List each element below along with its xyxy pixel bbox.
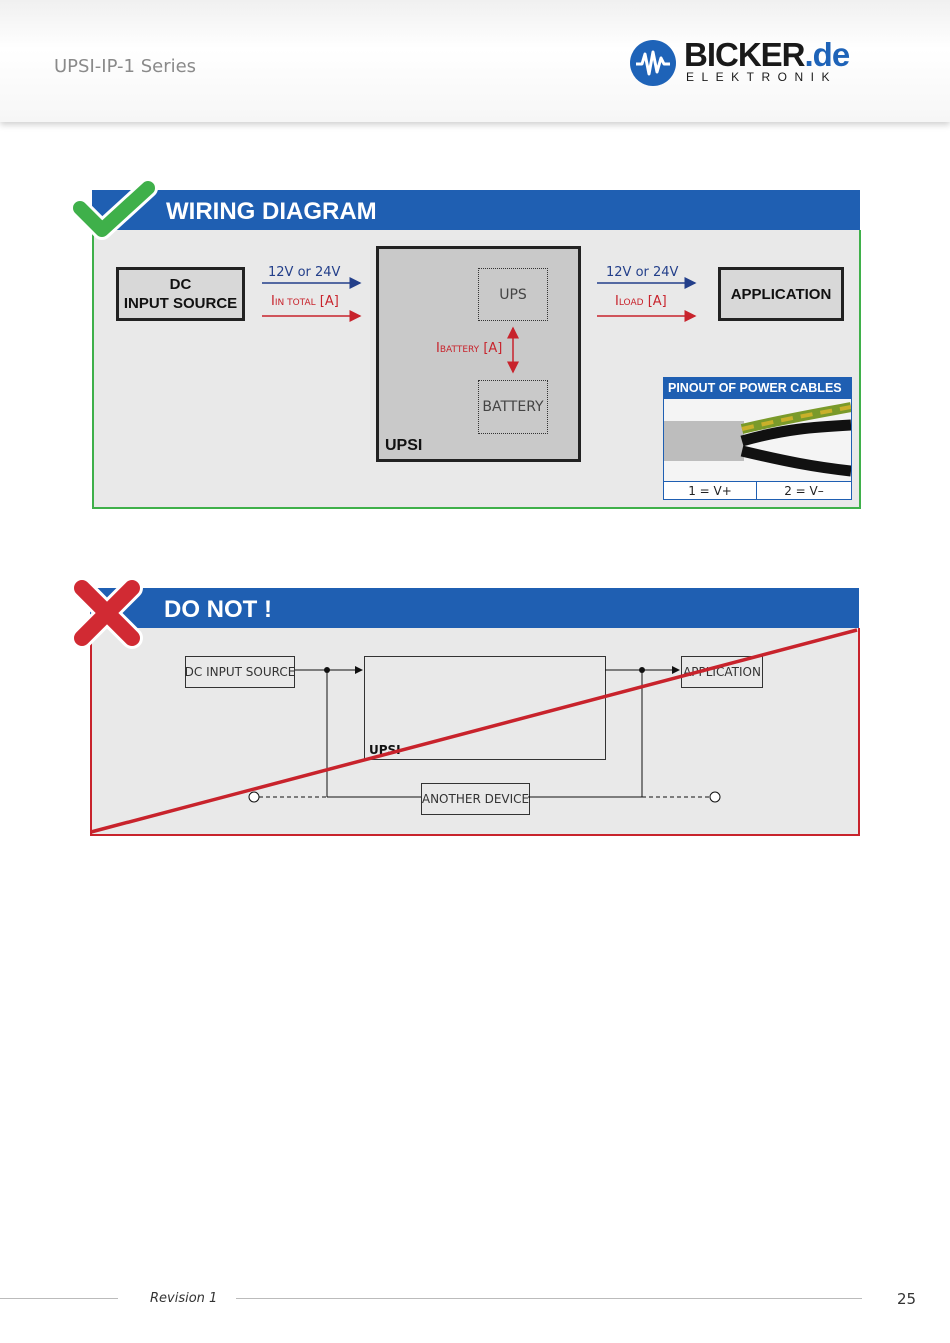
checkmark-icon — [70, 178, 158, 240]
bicker-logo: BICKER.de ELEKTRONIK — [628, 36, 868, 92]
donot-wiring — [90, 628, 858, 834]
footer-rule-left — [0, 1298, 118, 1299]
load-current-label: ILOAD [A] — [615, 294, 667, 309]
donot-title: DO NOT ! — [164, 596, 272, 623]
bad-dc-input-source-box: DC INPUT SOURCE — [185, 656, 295, 688]
battery-box: BATTERY — [478, 380, 548, 434]
bad-application-box: APPLICATION — [681, 656, 763, 688]
pin2-label: 2 = V– — [757, 481, 851, 499]
revision-label: Revision 1 — [150, 1291, 218, 1306]
pinout-title: PINOUT OF POWER CABLES — [664, 378, 851, 399]
logo-subtitle: ELEKTRONIK — [686, 70, 838, 84]
pinout-inset: PINOUT OF POWER CABLES 1 = V+ 2 = V– — [663, 377, 852, 500]
cross-icon — [71, 577, 143, 649]
another-device-box: ANOTHER DEVICE — [421, 783, 530, 815]
input-voltage-label: 12V or 24V — [268, 265, 341, 280]
wiring-arrows — [262, 277, 697, 374]
ups-box: UPS — [478, 268, 548, 321]
page-header: UPSI-IP-1 Series BICKER.de ELEKTRONIK — [0, 0, 950, 122]
donot-title-bar: DO NOT ! — [90, 588, 859, 628]
page-number: 25 — [897, 1290, 917, 1308]
waveform-logo-icon — [630, 40, 676, 86]
application-box: APPLICATION — [718, 267, 844, 321]
series-title: UPSI-IP-1 Series — [54, 56, 197, 77]
logo-wordmark: BICKER.de — [684, 36, 850, 73]
upsi-label: UPSI — [385, 437, 423, 454]
pin1-label: 1 = V+ — [664, 481, 757, 499]
battery-current-label: IBATTERY [A] — [436, 341, 503, 356]
output-voltage-label: 12V or 24V — [606, 265, 679, 280]
power-cable-image — [664, 399, 851, 481]
wiring-title-bar: WIRING DIAGRAM — [92, 190, 860, 230]
wiring-title: WIRING DIAGRAM — [166, 198, 377, 225]
input-current-label: IIN TOTAL [A] — [271, 294, 339, 309]
strike-through-line — [90, 628, 858, 834]
footer-rule-right — [236, 1298, 862, 1299]
